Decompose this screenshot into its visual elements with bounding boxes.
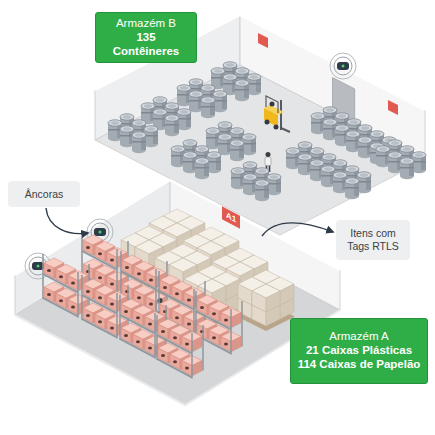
node-heading: Itens com Tags RTLS bbox=[344, 227, 402, 252]
node-heading: Âncoras bbox=[25, 188, 64, 201]
node-body: 114 Caixas de Papelão bbox=[298, 358, 421, 372]
warehouse-b bbox=[376, 140, 426, 179]
leader-arrow bbox=[262, 223, 333, 236]
forklift bbox=[266, 96, 278, 113]
warehouse-b bbox=[231, 162, 281, 201]
anchor-device bbox=[330, 53, 356, 79]
node-heading: Armazém B bbox=[116, 17, 176, 31]
forklift bbox=[264, 96, 290, 132]
forklift bbox=[270, 102, 275, 107]
warehouse-b bbox=[321, 160, 371, 199]
warehouse-label: Armazém A21 Caixas Plásticas114 Caixas d… bbox=[290, 318, 428, 384]
forklift bbox=[264, 105, 284, 115]
node-heading: Armazém A bbox=[329, 330, 388, 344]
warehouse-b bbox=[108, 114, 158, 153]
forklift bbox=[265, 120, 270, 125]
warehouse-a bbox=[157, 315, 203, 379]
node-body: 135 Contêineres bbox=[102, 31, 190, 59]
leader-arrow bbox=[46, 208, 88, 234]
warehouse-b bbox=[171, 140, 221, 179]
forklift bbox=[281, 128, 290, 132]
callout-box: Itens com Tags RTLS bbox=[336, 220, 410, 260]
forklift bbox=[280, 100, 282, 130]
callout-box: Âncoras bbox=[8, 181, 80, 207]
node-body: 21 Caixas Plásticas bbox=[306, 344, 412, 358]
warehouse-label: Armazém B135 Contêineres bbox=[95, 12, 197, 63]
wall-sign bbox=[388, 100, 398, 115]
wall-sign bbox=[258, 33, 268, 48]
warehouse-a bbox=[237, 270, 295, 331]
forklift bbox=[274, 125, 279, 130]
warehouse-wall bbox=[240, 15, 425, 160]
